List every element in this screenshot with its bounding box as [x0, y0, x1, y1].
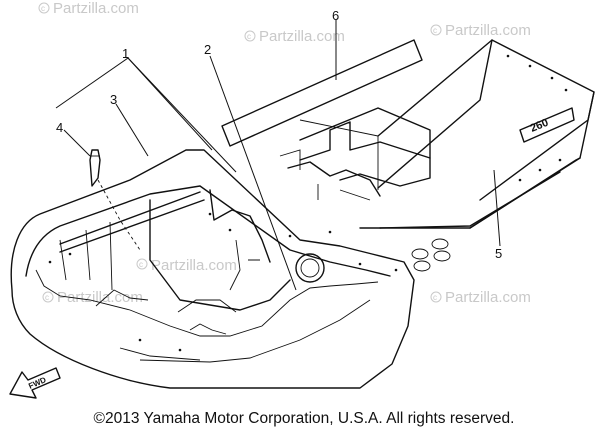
leader-lines	[55, 20, 501, 291]
callout-2: 2	[204, 42, 211, 57]
part-3-seal	[97, 179, 141, 251]
callout-5: 5	[495, 246, 502, 261]
svg-text:c: c	[433, 26, 437, 35]
svg-text:FWD: FWD	[27, 375, 48, 391]
svg-text:c: c	[41, 4, 45, 13]
frame-body: 260	[299, 39, 595, 272]
watermark-top-right: c Partzilla.com	[430, 22, 531, 39]
copyright-notice: ©2013 Yamaha Motor Corporation, U.S.A. A…	[93, 410, 515, 427]
callout-4: 4	[56, 120, 63, 135]
fwd-arrow-icon: FWD	[9, 367, 61, 399]
bellypan	[10, 149, 415, 389]
svg-text:c: c	[247, 32, 251, 41]
svg-text:Partzilla.com: Partzilla.com	[53, 0, 139, 17]
svg-text:c: c	[433, 293, 437, 302]
watermark-mid-center: c Partzilla.com	[136, 257, 237, 274]
svg-text:c: c	[139, 260, 143, 269]
callout-6: 6	[332, 8, 339, 23]
callout-3: 3	[110, 92, 117, 107]
svg-text:c: c	[45, 293, 49, 302]
watermark-top-left: c Partzilla.com	[38, 0, 139, 17]
tunnel-brackets	[279, 107, 431, 201]
svg-text:Partzilla.com: Partzilla.com	[445, 289, 531, 306]
svg-text:Partzilla.com: Partzilla.com	[151, 257, 237, 274]
watermark-mid-right: c Partzilla.com	[430, 289, 531, 306]
part-4-grommet	[89, 149, 101, 187]
svg-text:Partzilla.com: Partzilla.com	[259, 28, 345, 45]
callout-1: 1	[122, 46, 129, 61]
decal-strip-6	[221, 39, 423, 147]
watermark-mid-left: c Partzilla.com	[42, 289, 143, 306]
svg-text:Partzilla.com: Partzilla.com	[445, 22, 531, 39]
watermark-top-center: c Partzilla.com	[244, 28, 345, 45]
